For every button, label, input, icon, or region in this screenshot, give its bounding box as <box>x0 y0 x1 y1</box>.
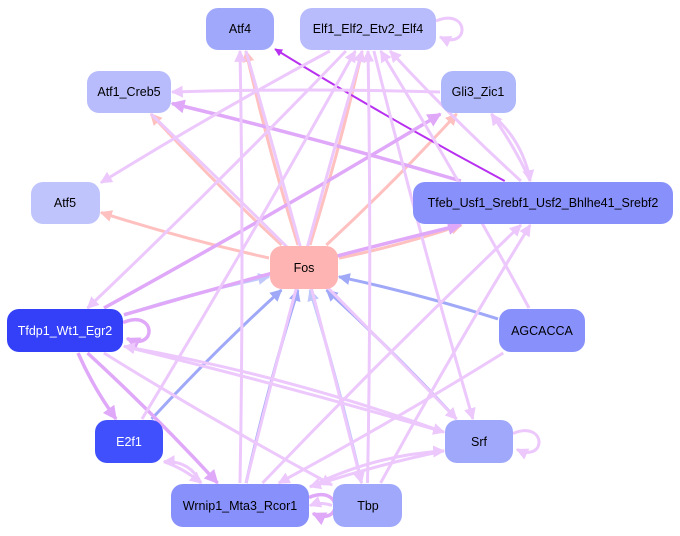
nodes-layer: Atf4 Elf1_Elf2_Etv2_Elf4 Atf1_Creb5 Gli3… <box>7 8 673 527</box>
node-label: Atf4 <box>229 22 251 36</box>
edge-tfdp1-to-srf <box>123 344 446 435</box>
node-label: Tbp <box>357 499 379 513</box>
node-label: Atf1_Creb5 <box>97 85 160 99</box>
node-label: Wrnip1_Mta3_Rcor1 <box>183 499 297 513</box>
node-label: AGCACCA <box>511 324 573 338</box>
edge-tfdp1-to-gli3 <box>103 112 442 310</box>
edge-srf-to-wrnip1 <box>308 449 445 490</box>
edge-tbp-to-tfeb <box>379 223 532 484</box>
node-tfdp1-wt1-egr2[interactable]: Tfdp1_Wt1_Egr2 <box>7 309 123 352</box>
node-atf5[interactable]: Atf5 <box>31 182 100 224</box>
edge-agcacca-to-fos <box>337 273 499 321</box>
edge-srf-to-srf <box>512 429 541 460</box>
edge-tfdp1-to-wrnip1 <box>86 351 219 485</box>
edge-wrnip1-to-e2f1 <box>162 455 203 484</box>
edge-elf-to-atf5 <box>99 49 331 184</box>
node-gli3-zic1[interactable]: Gli3_Zic1 <box>441 71 516 113</box>
node-label: Atf5 <box>54 196 76 210</box>
node-tfeb-usf1-srebf1-usf2-bhlhe41-srebf2[interactable]: Tfeb_Usf1_Srebf1_Usf2_Bhlhe41_Srebf2 <box>413 182 673 224</box>
node-srf[interactable]: Srf <box>445 420 513 463</box>
edge-tfdp1-to-tfdp1 <box>122 318 151 351</box>
edge-wrnip1-to-srf <box>309 445 446 489</box>
edge-e2f1-to-fos <box>150 288 283 421</box>
edge-srf-to-tfdp1 <box>122 342 445 434</box>
node-fos[interactable]: Fos <box>270 246 338 289</box>
node-atf1-creb5[interactable]: Atf1_Creb5 <box>87 71 171 113</box>
node-tbp[interactable]: Tbp <box>333 484 402 527</box>
edge-tfeb-to-elf <box>388 49 522 183</box>
edge-tfdp1-to-e2f1 <box>76 352 118 421</box>
node-label: Tfeb_Usf1_Srebf1_Usf2_Bhlhe41_Srebf2 <box>428 196 659 210</box>
node-label: Fos <box>294 261 315 275</box>
edge-agcacca-to-elf <box>379 49 531 309</box>
node-e2f1[interactable]: E2f1 <box>95 420 163 463</box>
edge-e2f1-to-elf <box>140 49 357 420</box>
edge-wrnip1-to-atf4 <box>234 49 247 484</box>
edge-elf-to-elf <box>435 16 464 47</box>
edge-gli3-to-tfeb <box>490 112 535 183</box>
edge-tbp-to-elf <box>362 49 375 484</box>
edge-fos-to-atf5 <box>99 210 270 260</box>
node-agcacca[interactable]: AGCACCA <box>499 309 585 352</box>
node-label: Elf1_Elf2_Etv2_Elf4 <box>313 22 424 36</box>
node-label: Srf <box>471 435 488 449</box>
node-atf4[interactable]: Atf4 <box>206 8 274 50</box>
edge-fos-to-gli3 <box>325 112 458 247</box>
edge-tbp-to-wrnip1 <box>308 496 333 508</box>
node-wrnip1-mta3-rcor1[interactable]: Wrnip1_Mta3_Rcor1 <box>171 484 309 527</box>
node-elf1-elf2-etv2-elf4[interactable]: Elf1_Elf2_Etv2_Elf4 <box>300 8 436 50</box>
node-label: E2f1 <box>116 435 142 449</box>
node-label: Gli3_Zic1 <box>452 85 505 99</box>
edge-agcacca-to-wrnip1 <box>277 351 504 485</box>
edge-tfdp1-to-tbp <box>103 351 334 487</box>
node-label: Tfdp1_Wt1_Egr2 <box>18 324 113 338</box>
edge-tfeb-to-atf1 <box>170 99 462 183</box>
